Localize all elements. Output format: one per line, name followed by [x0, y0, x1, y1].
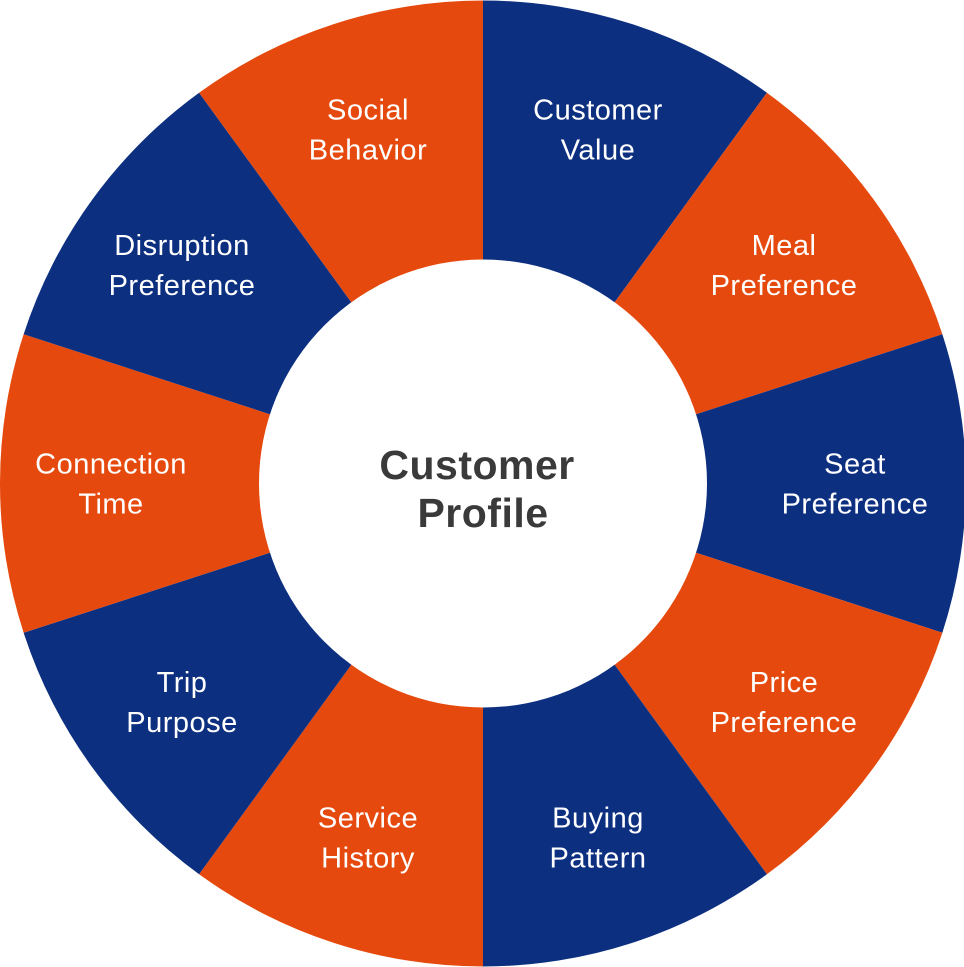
segment-label-customer-value-line-1: Customer	[533, 95, 663, 127]
segment-label-social-behavior-line-1: Social	[327, 95, 409, 127]
segment-label-connection-time-line-1: Connection	[35, 449, 187, 481]
segment-label-social-behavior-line-2: Behavior	[309, 135, 427, 167]
segment-seat-preference	[483, 334, 964, 633]
segment-label-buying-pattern-line-2: Pattern	[550, 842, 647, 874]
segment-label-disruption-preference-line-1: Disruption	[114, 230, 250, 262]
segment-label-customer-value-line-2: Value	[561, 135, 636, 167]
segment-label-service-history-line-1: Service	[318, 802, 418, 834]
segment-label-price-preference-line-1: Price	[750, 667, 819, 699]
segment-label-trip-purpose-line-1: Trip	[157, 667, 208, 699]
segment-connection-time	[0, 334, 483, 633]
segment-label-trip-purpose-line-2: Purpose	[126, 707, 238, 739]
segment-label-meal-preference-line-2: Preference	[711, 270, 858, 302]
segment-label-buying-pattern-line-1: Buying	[552, 802, 644, 834]
segment-label-price-preference-line-2: Preference	[711, 707, 858, 739]
center-title-line-2: Profile	[417, 490, 548, 536]
segment-label-seat-preference-line-2: Preference	[782, 489, 929, 521]
segment-label-seat-preference-line-1: Seat	[824, 449, 886, 481]
center-hub	[259, 259, 707, 708]
segment-label-disruption-preference-line-2: Preference	[109, 270, 256, 302]
segment-label-service-history-line-2: History	[321, 842, 415, 874]
segment-label-meal-preference-line-1: Meal	[752, 230, 817, 262]
center-title: Customer Profile	[379, 442, 586, 536]
center-title-line-1: Customer	[379, 442, 574, 488]
segment-label-connection-time-line-2: Time	[78, 489, 143, 521]
